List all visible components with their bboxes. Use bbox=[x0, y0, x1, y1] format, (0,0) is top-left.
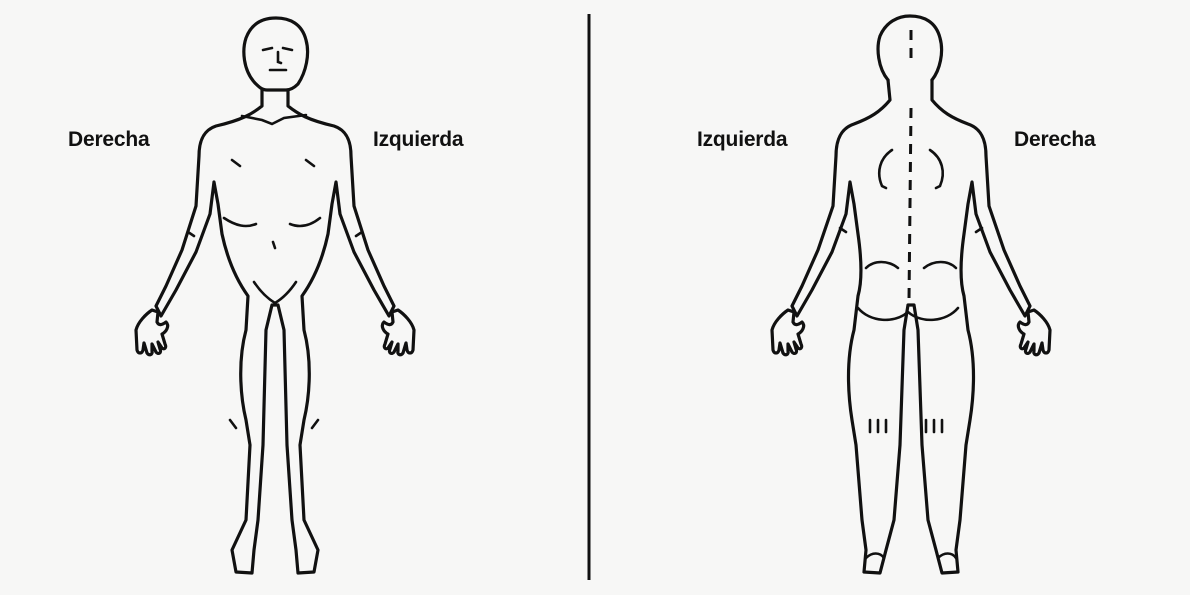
front-right-rib bbox=[224, 218, 256, 226]
front-left-hand bbox=[382, 310, 414, 355]
back-left-knee bbox=[926, 420, 942, 432]
front-left-rib bbox=[290, 218, 320, 226]
back-right-shoulder-blade bbox=[879, 150, 892, 188]
front-groin bbox=[254, 282, 296, 303]
front-left-eye bbox=[263, 48, 272, 50]
back-left-lower-back bbox=[924, 262, 956, 268]
front-body-figure bbox=[136, 18, 414, 573]
back-body-figure bbox=[772, 16, 1050, 573]
front-right-hand bbox=[136, 310, 168, 355]
back-right-side-label: Derecha bbox=[1014, 128, 1095, 152]
front-left-knee bbox=[312, 420, 318, 428]
back-spine bbox=[909, 108, 911, 300]
front-right-knee bbox=[230, 420, 236, 428]
front-left-nipple bbox=[306, 160, 314, 166]
back-right-lower-back bbox=[866, 262, 898, 268]
front-head bbox=[244, 18, 308, 90]
back-right-knee bbox=[870, 420, 886, 432]
front-left-elbow-mark bbox=[356, 232, 362, 236]
back-right-hand bbox=[1018, 310, 1050, 355]
front-body-outline bbox=[156, 90, 394, 573]
front-right-nipple bbox=[232, 160, 240, 166]
front-right-side-label: Derecha bbox=[68, 128, 149, 152]
back-left-side-label: Izquierda bbox=[697, 128, 787, 152]
front-right-elbow-mark bbox=[188, 232, 194, 236]
back-left-heel bbox=[938, 554, 956, 559]
front-nose bbox=[278, 52, 281, 63]
back-left-shoulder-blade bbox=[930, 150, 943, 188]
back-right-heel bbox=[866, 554, 884, 559]
front-collarbone bbox=[242, 115, 306, 124]
back-left-hand bbox=[772, 310, 804, 355]
front-left-side-label: Izquierda bbox=[373, 128, 463, 152]
front-navel bbox=[273, 242, 275, 248]
front-right-eye bbox=[283, 48, 292, 50]
